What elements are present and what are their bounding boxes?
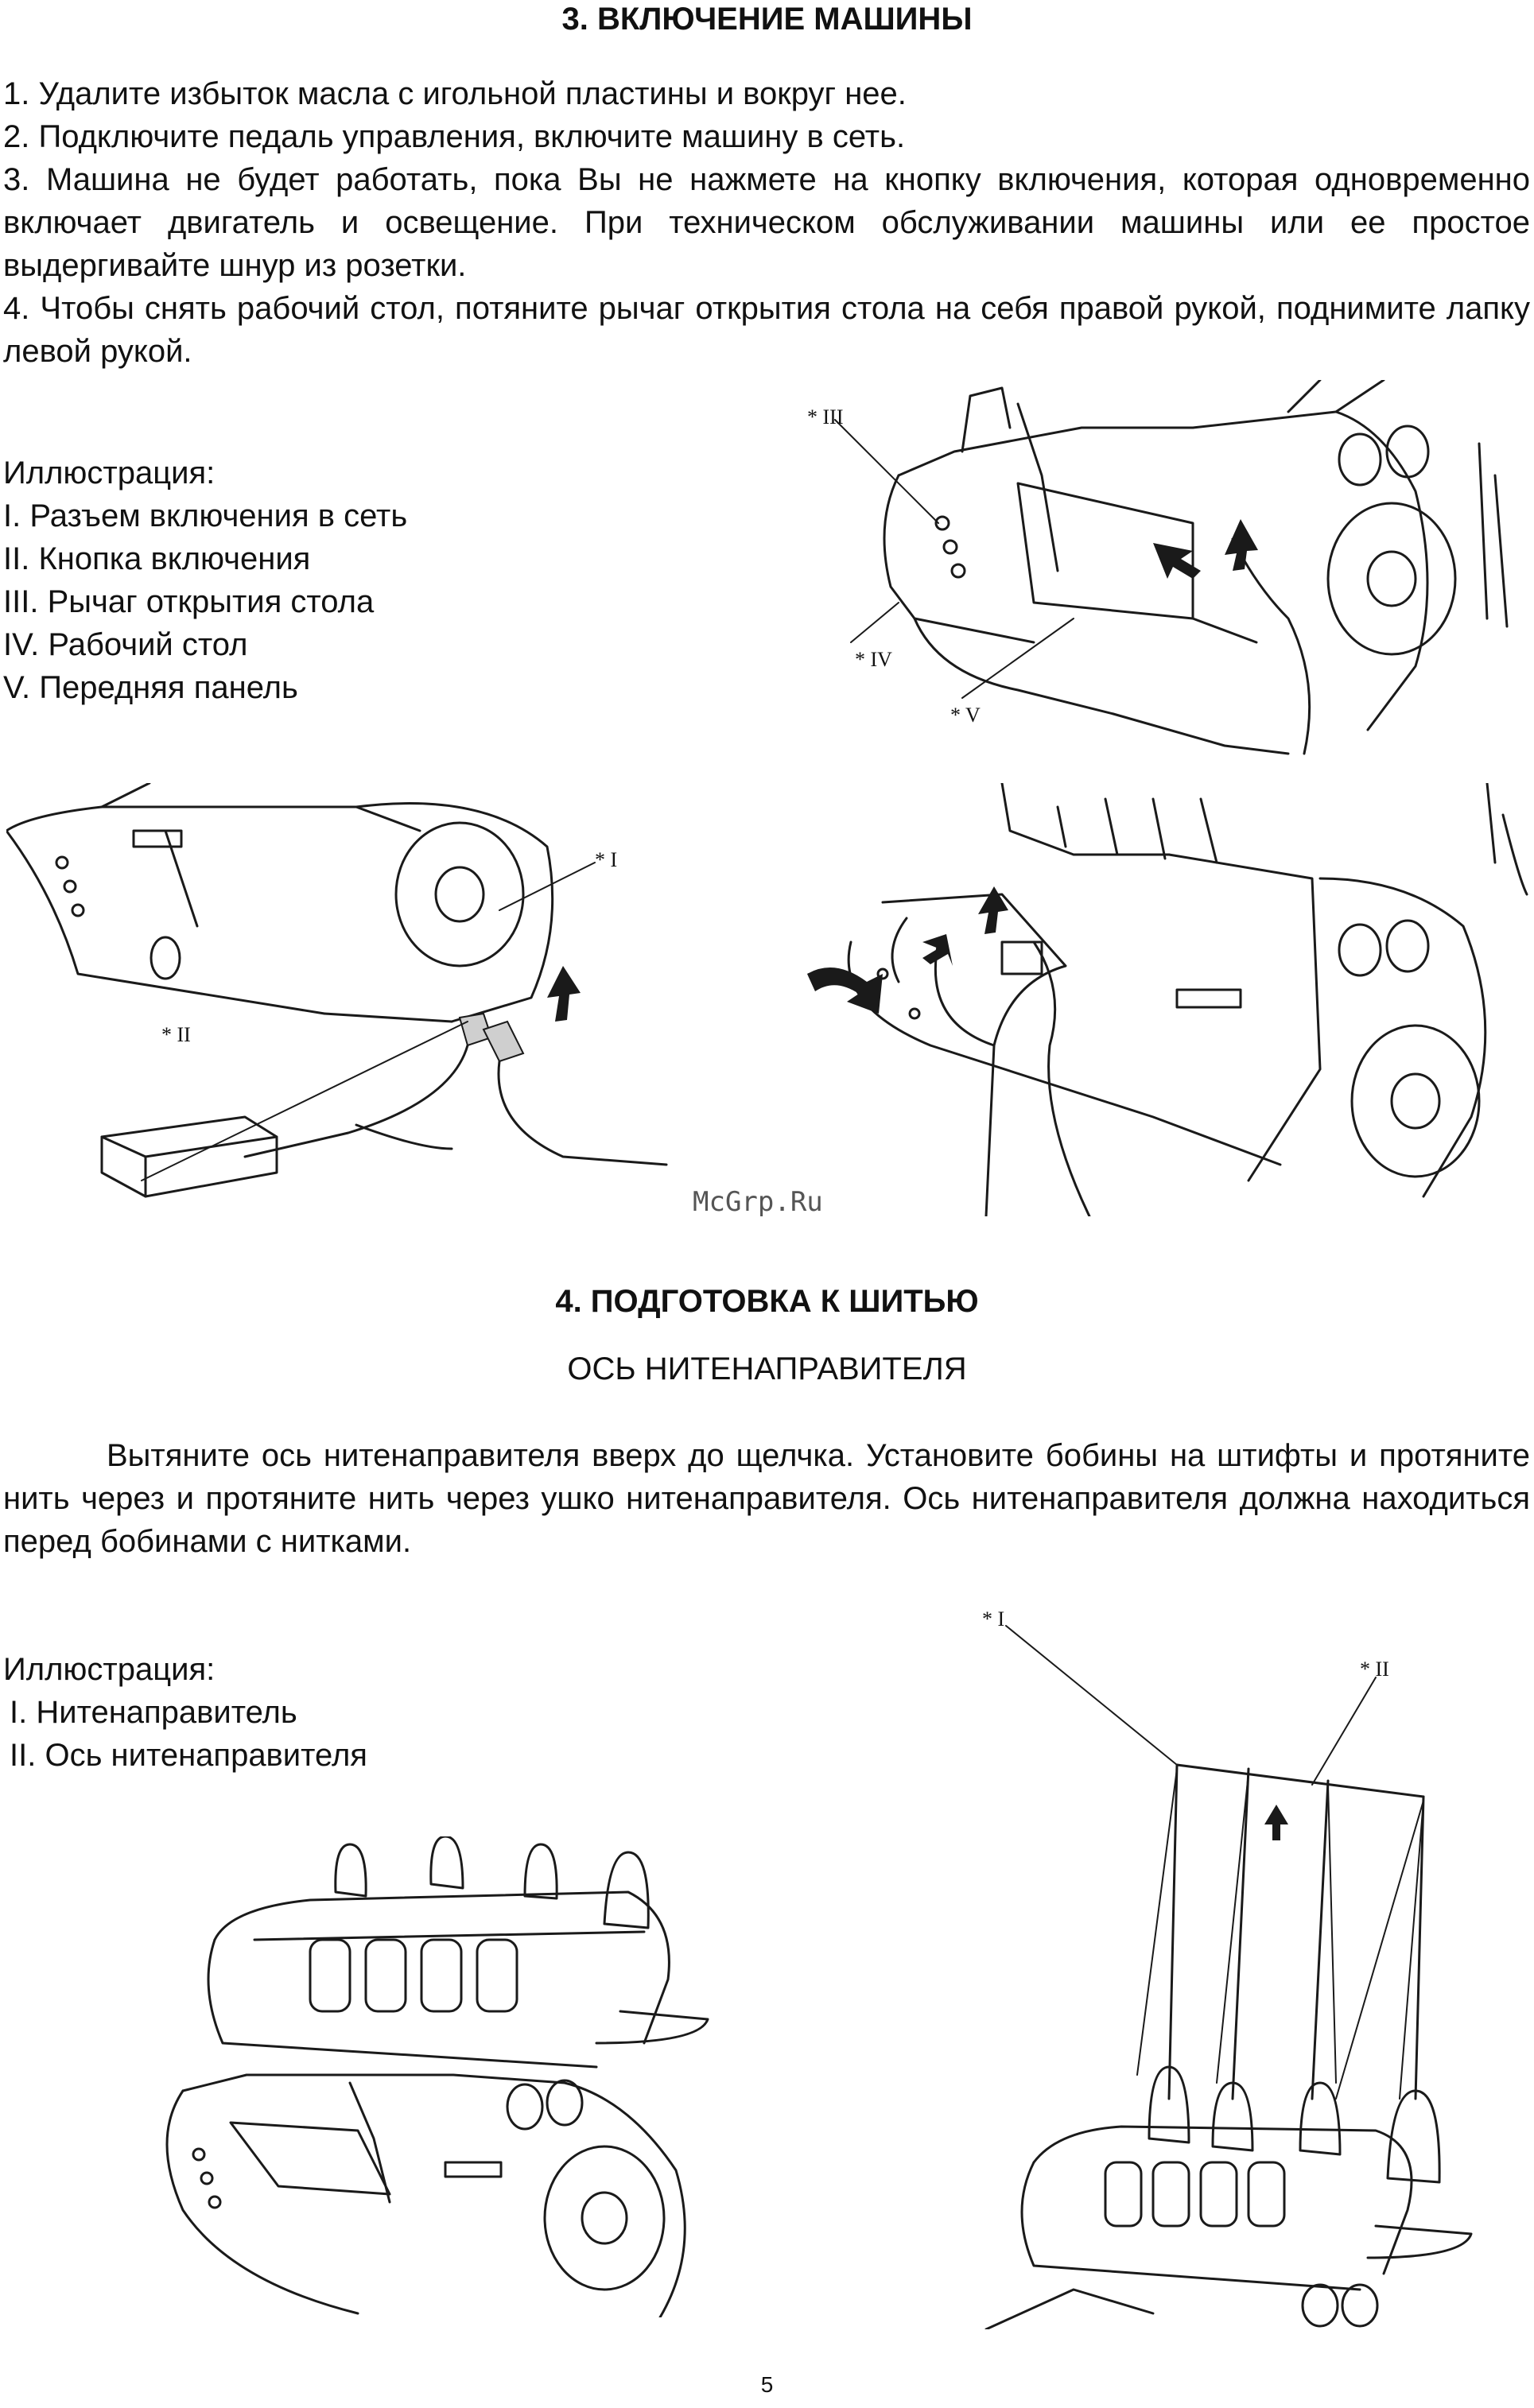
- legend-item: I. Разъем включения в сеть: [3, 498, 408, 533]
- label-v: * V: [950, 704, 981, 727]
- legend-title: Иллюстрация:: [3, 1652, 216, 1687]
- step-2: 2. Подключите педаль управления, включит…: [3, 119, 906, 154]
- machine-table-figure: * III * IV * V: [779, 380, 1531, 762]
- watermark: McGrp.Ru: [693, 1186, 823, 1218]
- legend-title: Иллюстрация:: [3, 456, 216, 491]
- thread-guide-instruction: Вытяните ось нитенаправителя вверх до ще…: [3, 1438, 1530, 1559]
- label-iv: * IV: [855, 648, 892, 671]
- section-subtitle: ОСЬ НИТЕНАПРАВИТЕЛЯ: [567, 1351, 967, 1386]
- overlocker-figure: [151, 1836, 716, 2317]
- illustration-legend: Иллюстрация: I. Нитенаправитель II. Ось …: [3, 1648, 367, 1777]
- pedal-connection-figure: * I * II: [6, 783, 682, 1212]
- legend-item: V. Передняя панель: [3, 670, 298, 705]
- thread-stand-figure: * I * II: [915, 1590, 1531, 2329]
- step-1: 1. Удалите избыток масла с игольной плас…: [3, 76, 907, 111]
- label-ii: * II: [161, 1023, 191, 1046]
- lever-pull-figure: [803, 783, 1531, 1216]
- step-4: 4. Чтобы снять рабочий стол, потяните ры…: [3, 291, 1530, 369]
- label-ii: * II: [1360, 1658, 1389, 1681]
- legend-item: III. Рычаг открытия стола: [3, 584, 375, 619]
- legend-item: IV. Рабочий стол: [3, 627, 248, 662]
- instruction-steps: 1. Удалите избыток масла с игольной плас…: [3, 72, 1530, 373]
- page-number: 5: [760, 2372, 774, 2397]
- section4-paragraph: Вытяните ось нитенаправителя вверх до ще…: [3, 1434, 1530, 1563]
- label-iii: * III: [807, 405, 843, 428]
- legend-item: II. Ось нитенаправителя: [10, 1738, 367, 1773]
- legend-item: I. Нитенаправитель: [10, 1695, 297, 1730]
- legend-item: II. Кнопка включения: [3, 541, 311, 576]
- section-title: 3. ВКЛЮЧЕНИЕ МАШИНЫ: [561, 2, 973, 37]
- label-i: * I: [982, 1607, 1004, 1631]
- section-title: 4. ПОДГОТОВКА К ШИТЬЮ: [555, 1284, 979, 1319]
- label-i: * I: [595, 848, 617, 871]
- illustration-legend: Иллюстрация: I. Разъем включения в сеть …: [3, 452, 407, 709]
- step-3: 3. Машина не будет работать, пока Вы не …: [3, 162, 1530, 283]
